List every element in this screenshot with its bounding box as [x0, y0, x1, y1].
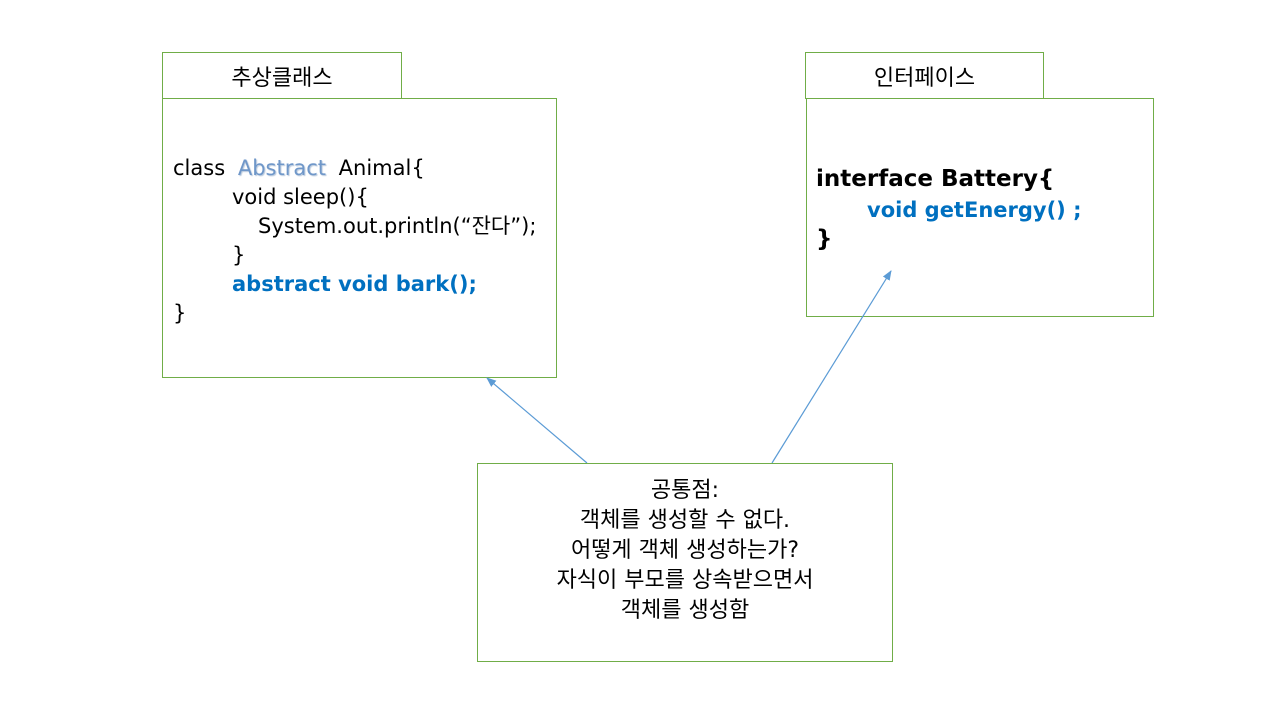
abstract-keyword: Abstract [237, 156, 326, 180]
abstract-class-tab: 추상클래스 [162, 52, 402, 99]
common-points-box: 공통점: 객체를 생성할 수 없다. 어떻게 객체 생성하는가? 자식이 부모를… [477, 463, 893, 662]
abstract-code-line-4: } [232, 243, 246, 267]
abstract-code-line-2: void sleep(){ [232, 185, 369, 209]
interface-code-line-3: } [816, 226, 833, 252]
abstract-code-line-3: System.out.println(“잔다”); [258, 214, 537, 238]
interface-box: interface Battery{ void getEnergy() ; } [806, 98, 1154, 317]
note-line-1: 공통점: [650, 478, 720, 503]
abstract-class-box: class Abstract Animal{ void sleep(){ Sys… [162, 98, 557, 378]
interface-tab-label: 인터페이스 [873, 65, 976, 91]
abstract-code-line-5: abstract void bark(); [232, 272, 477, 296]
note-line-2: 객체를 생성할 수 없다. [579, 508, 791, 533]
arrow-to-interface [771, 270, 892, 464]
abstract-code-line-6: } [173, 301, 187, 325]
class-name: Animal{ [338, 156, 425, 180]
interface-code-line-2: void getEnergy() ; [867, 198, 1082, 222]
abstract-code-line-1: class Abstract Animal{ [173, 154, 425, 183]
note-line-5: 객체를 생성함 [620, 598, 750, 623]
abstract-class-tab-label: 추상클래스 [231, 65, 333, 91]
class-keyword: class [173, 156, 226, 180]
interface-tab: 인터페이스 [805, 52, 1044, 99]
interface-code-line-1: interface Battery{ [816, 166, 1055, 192]
arrow-to-abstract-class [486, 377, 588, 464]
note-line-4: 자식이 부모를 상속받으면서 [556, 568, 814, 593]
note-line-3: 어떻게 객체 생성하는가? [570, 538, 800, 563]
